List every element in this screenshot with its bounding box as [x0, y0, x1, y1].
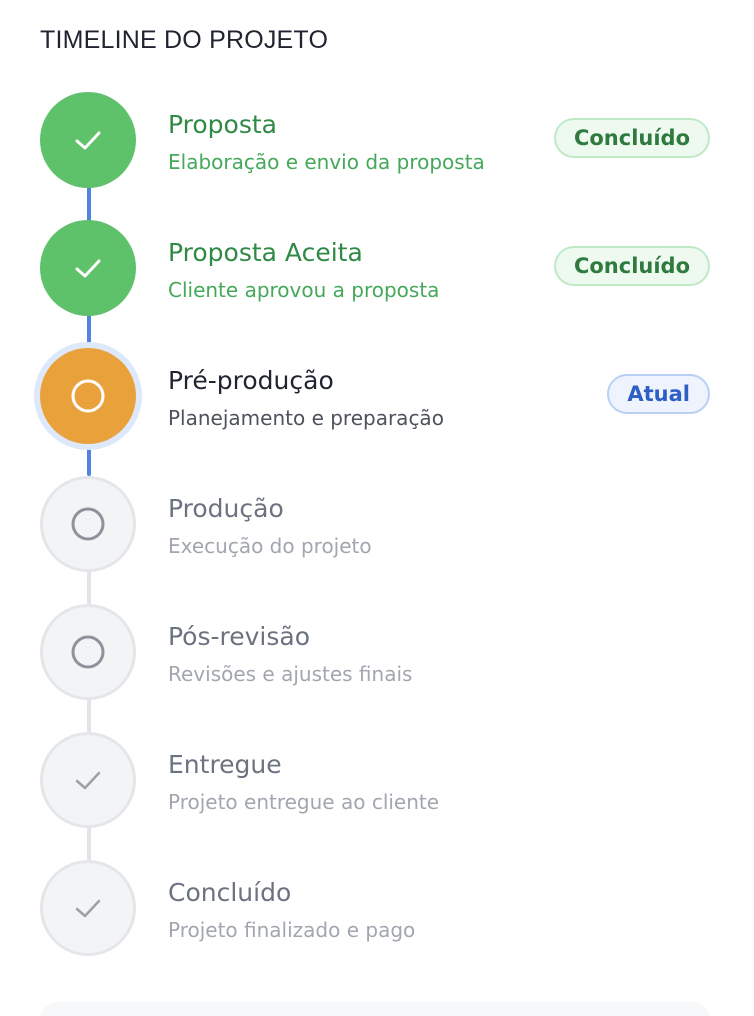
check-icon [75, 899, 101, 918]
timeline-step-pre-producao[interactable]: Pré-produção Planejamento e preparação A… [0, 348, 754, 476]
step-title: Pré-produção [168, 366, 334, 395]
timeline-step-proposta[interactable]: Proposta Elaboração e envio da proposta … [0, 92, 754, 220]
step-description: Cliente aprovou a proposta [168, 278, 440, 302]
check-icon [75, 131, 101, 150]
timeline-connector [87, 570, 91, 606]
next-section-card [40, 1002, 710, 1016]
step-status-node [40, 860, 136, 956]
timeline-step-concluido[interactable]: Concluído Projeto finalizado e pago [0, 860, 754, 988]
step-description: Execução do projeto [168, 534, 372, 558]
step-title: Concluído [168, 878, 292, 907]
status-badge: Concluído [553, 118, 710, 158]
status-badge: Atual [607, 374, 710, 414]
step-title: Entregue [168, 750, 282, 779]
step-title: Pós-revisão [168, 622, 311, 651]
step-description: Projeto finalizado e pago [168, 918, 416, 942]
timeline-step-entregue[interactable]: Entregue Projeto entregue ao cliente [0, 732, 754, 860]
timeline-title: TIMELINE DO PROJETO [40, 26, 329, 54]
timeline-connector [87, 698, 91, 734]
step-status-node [40, 348, 136, 444]
timeline-connector [87, 446, 91, 476]
check-icon [75, 259, 101, 278]
timeline-step-producao[interactable]: Produção Execução do projeto [0, 476, 754, 604]
timeline-step-pos-revisao[interactable]: Pós-revisão Revisões e ajustes finais [0, 604, 754, 732]
step-status-node [40, 92, 136, 188]
step-status-node [40, 220, 136, 316]
step-status-node [40, 476, 136, 572]
step-description: Elaboração e envio da proposta [168, 150, 485, 174]
timeline-connector [87, 826, 91, 862]
step-description: Revisões e ajustes finais [168, 662, 413, 686]
circle-icon [71, 635, 105, 669]
timeline-connector [87, 312, 91, 352]
check-icon [75, 771, 101, 790]
step-title: Produção [168, 494, 284, 523]
step-status-node [40, 604, 136, 700]
step-description: Planejamento e preparação [168, 406, 444, 430]
circle-icon [71, 507, 105, 541]
step-title: Proposta Aceita [168, 238, 363, 267]
timeline-step-proposta-aceita[interactable]: Proposta Aceita Cliente aprovou a propos… [0, 220, 754, 348]
step-title: Proposta [168, 110, 277, 139]
status-badge: Concluído [553, 246, 710, 286]
circle-icon [71, 379, 105, 413]
step-description: Projeto entregue ao cliente [168, 790, 440, 814]
timeline-connector [87, 184, 91, 224]
step-status-node [40, 732, 136, 828]
